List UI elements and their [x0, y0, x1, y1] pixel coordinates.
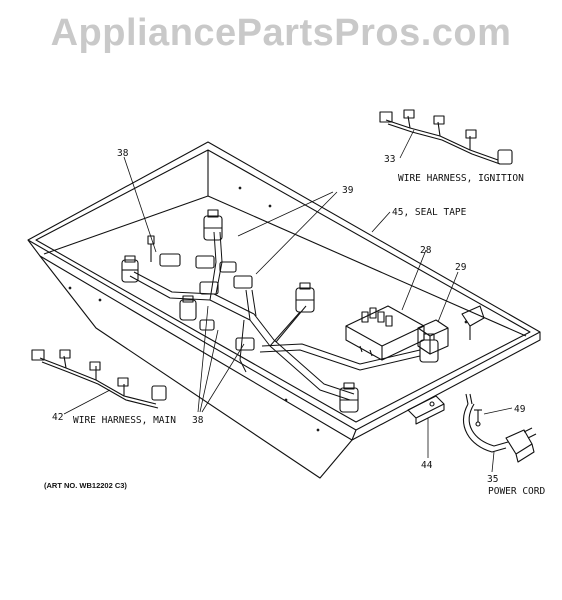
callout-42: 42 — [52, 412, 63, 423]
valve-1 — [121, 255, 139, 283]
label-power-cord: POWER CORD — [488, 486, 545, 497]
valve-5 — [339, 382, 359, 413]
junction-box — [417, 319, 449, 355]
power-cord — [463, 393, 537, 463]
bracket — [461, 305, 485, 340]
terminal-block — [407, 395, 445, 425]
callout-33: 33 — [384, 154, 395, 165]
screw — [474, 409, 482, 427]
watermark: AppliancePartsPros.com — [50, 12, 512, 54]
callout-39: 39 — [342, 185, 354, 196]
callout-28: 28 — [420, 245, 432, 256]
label-wire-harness-ignition: WIRE HARNESS, IGNITION — [398, 173, 524, 184]
wire-harness-ignition — [379, 109, 513, 165]
callout-35: 35 — [487, 474, 498, 485]
callout-49: 49 — [514, 404, 526, 415]
wire-harness-main — [31, 349, 167, 409]
label-seal-tape: 45, SEAL TAPE — [392, 207, 467, 218]
callout-44: 44 — [421, 460, 433, 471]
callout-29: 29 — [455, 262, 467, 273]
callout-38-top: 38 — [117, 148, 129, 159]
valve-2 — [203, 209, 223, 241]
spark-module — [345, 305, 425, 361]
ignition-switches — [147, 235, 255, 351]
gas-tubing — [129, 231, 421, 401]
label-wire-harness-main: WIRE HARNESS, MAIN — [73, 415, 176, 426]
valve-3 — [179, 295, 197, 321]
cooktop-pan — [27, 141, 541, 479]
leader-lines — [63, 129, 513, 473]
valve-6 — [419, 333, 439, 363]
art-number: (ART NO. WB12202 C3) — [44, 481, 127, 490]
valve-4 — [295, 282, 315, 313]
callout-38-bottom: 38 — [192, 415, 204, 426]
